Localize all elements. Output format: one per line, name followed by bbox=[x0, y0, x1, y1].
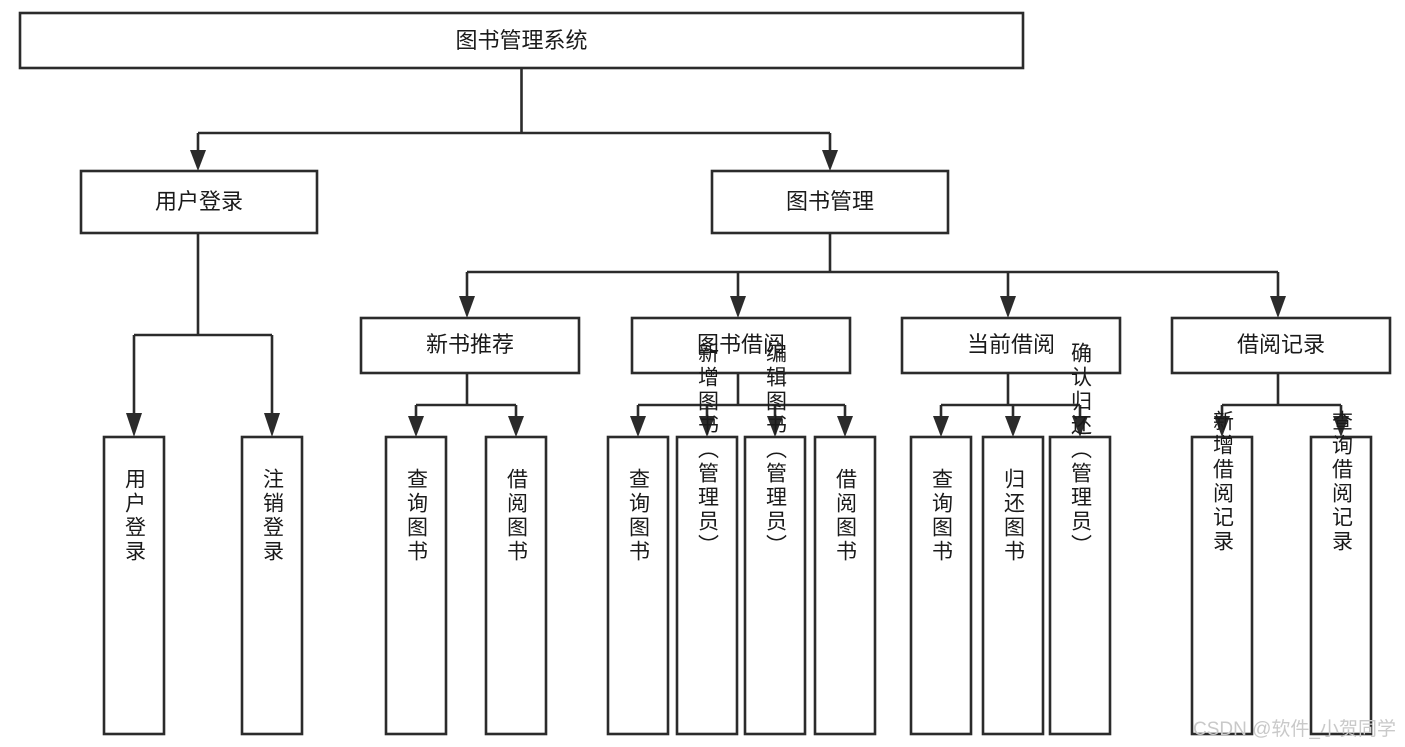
arrow-head-icon bbox=[822, 150, 838, 171]
leaf-user-login[interactable]: 用户登录 bbox=[102, 435, 166, 736]
leaf-user-login-label: 用户登录 bbox=[123, 468, 147, 564]
node-book-borrow-label: 图书借阅 bbox=[697, 332, 785, 357]
connector-group-book-borrow bbox=[630, 373, 853, 437]
leaf-logout-login-box[interactable] bbox=[240, 435, 304, 736]
leaf-borrow-book-label: 借阅图书 bbox=[834, 468, 858, 564]
node-root[interactable]: 图书管理系统 bbox=[18, 11, 1025, 70]
node-borrow-record-label: 借阅记录 bbox=[1237, 332, 1325, 357]
connector-group-new-book-recommend bbox=[408, 373, 524, 437]
node-book-management-box[interactable] bbox=[710, 169, 950, 235]
csdn-watermark: CSDN @软件_小贺同学 bbox=[1193, 718, 1396, 740]
arrow-head-icon bbox=[1333, 416, 1349, 437]
leaf-borrow-book-recommend[interactable]: 借阅图书 bbox=[484, 435, 548, 736]
connector-group-book-management bbox=[459, 233, 1286, 318]
arrow-head-icon bbox=[1005, 416, 1021, 437]
connector-group-user-login bbox=[126, 233, 280, 437]
arrow-head-icon bbox=[1214, 416, 1230, 437]
leaf-edit-book-admin[interactable]: 编辑图书（管理员） bbox=[743, 342, 807, 736]
leaf-borrow-book[interactable]: 借阅图书 bbox=[813, 435, 877, 736]
leaf-add-book-admin[interactable]: 新增图书（管理员） bbox=[675, 342, 739, 736]
node-root-box[interactable] bbox=[18, 11, 1025, 70]
arrow-head-icon bbox=[190, 150, 206, 171]
leaf-query-borrow-record-label: 查询借阅记录 bbox=[1330, 410, 1354, 554]
leaf-query-book-borrow-label: 查询图书 bbox=[627, 468, 651, 564]
leaf-query-book-current[interactable]: 查询图书 bbox=[909, 435, 973, 736]
arrow-head-icon bbox=[408, 416, 424, 437]
leaf-logout-login[interactable]: 注销登录 bbox=[240, 435, 304, 736]
leaf-query-book-recommend-label: 查询图书 bbox=[405, 468, 429, 564]
leaf-query-borrow-record-box[interactable] bbox=[1309, 435, 1373, 736]
arrow-head-icon bbox=[730, 296, 746, 318]
leaf-query-book-borrow-box[interactable] bbox=[606, 435, 670, 736]
leaf-user-login-box[interactable] bbox=[102, 435, 166, 736]
leaf-query-book-recommend[interactable]: 查询图书 bbox=[384, 435, 448, 736]
arrow-head-icon bbox=[459, 296, 475, 318]
node-current-borrow-label: 当前借阅 bbox=[967, 332, 1055, 357]
node-book-borrow-box[interactable] bbox=[630, 316, 852, 375]
arrow-head-icon bbox=[508, 416, 524, 437]
arrow-head-icon bbox=[767, 416, 783, 437]
node-book-borrow[interactable]: 图书借阅 bbox=[630, 316, 852, 375]
leaf-logout-login-label: 注销登录 bbox=[261, 468, 285, 564]
leaf-edit-book-admin-box[interactable] bbox=[743, 435, 807, 736]
leaf-add-borrow-record-label: 新增借阅记录 bbox=[1211, 410, 1235, 554]
arrow-head-icon bbox=[699, 416, 715, 437]
node-book-management[interactable]: 图书管理 bbox=[710, 169, 950, 235]
leaf-add-borrow-record-box[interactable] bbox=[1190, 435, 1254, 736]
leaf-return-book-label: 归还图书 bbox=[1002, 468, 1026, 564]
leaf-confirm-return-admin-label: 确认归还（管理员） bbox=[1069, 342, 1093, 558]
arrow-head-icon bbox=[837, 416, 853, 437]
arrow-head-icon bbox=[126, 413, 142, 437]
leaf-borrow-book-recommend-box[interactable] bbox=[484, 435, 548, 736]
leaf-borrow-book-box[interactable] bbox=[813, 435, 877, 736]
arrow-head-icon bbox=[630, 416, 646, 437]
leaf-return-book[interactable]: 归还图书 bbox=[981, 435, 1045, 736]
node-borrow-record[interactable]: 借阅记录 bbox=[1170, 316, 1392, 375]
leaf-add-book-admin-label: 新增图书（管理员） bbox=[696, 342, 720, 558]
leaf-query-book-recommend-box[interactable] bbox=[384, 435, 448, 736]
node-new-book-recommend[interactable]: 新书推荐 bbox=[359, 316, 581, 375]
leaf-query-book-current-label: 查询图书 bbox=[930, 468, 954, 564]
arrow-head-icon bbox=[933, 416, 949, 437]
connector-group-current-borrow bbox=[933, 373, 1088, 437]
leaf-edit-book-admin-label: 编辑图书（管理员） bbox=[764, 342, 788, 558]
leaf-query-borrow-record[interactable]: 查询借阅记录 bbox=[1309, 410, 1373, 736]
node-user-login-box[interactable] bbox=[79, 169, 319, 235]
arrow-head-icon bbox=[1000, 296, 1016, 318]
arrow-head-icon bbox=[1072, 416, 1088, 437]
leaf-query-book-borrow[interactable]: 查询图书 bbox=[606, 435, 670, 736]
connector-group-root bbox=[190, 68, 838, 171]
arrow-head-icon bbox=[1270, 296, 1286, 318]
leaf-confirm-return-admin[interactable]: 确认归还（管理员） bbox=[1048, 342, 1112, 736]
node-user-login-label: 用户登录 bbox=[155, 189, 243, 214]
leaf-add-borrow-record[interactable]: 新增借阅记录 bbox=[1190, 410, 1254, 736]
leaf-confirm-return-admin-box[interactable] bbox=[1048, 435, 1112, 736]
node-new-book-recommend-label: 新书推荐 bbox=[426, 332, 514, 357]
node-current-borrow[interactable]: 当前借阅 bbox=[900, 316, 1122, 375]
node-current-borrow-box[interactable] bbox=[900, 316, 1122, 375]
node-root-label: 图书管理系统 bbox=[455, 28, 587, 53]
leaf-return-book-box[interactable] bbox=[981, 435, 1045, 736]
node-book-management-label: 图书管理 bbox=[786, 189, 874, 214]
node-borrow-record-box[interactable] bbox=[1170, 316, 1392, 375]
leaf-add-book-admin-box[interactable] bbox=[675, 435, 739, 736]
node-user-login[interactable]: 用户登录 bbox=[79, 169, 319, 235]
leaf-query-book-current-box[interactable] bbox=[909, 435, 973, 736]
leaf-borrow-book-recommend-label: 借阅图书 bbox=[505, 468, 529, 564]
connector-group-borrow-record bbox=[1214, 373, 1349, 437]
node-new-book-recommend-box[interactable] bbox=[359, 316, 581, 375]
arrow-head-icon bbox=[264, 413, 280, 437]
